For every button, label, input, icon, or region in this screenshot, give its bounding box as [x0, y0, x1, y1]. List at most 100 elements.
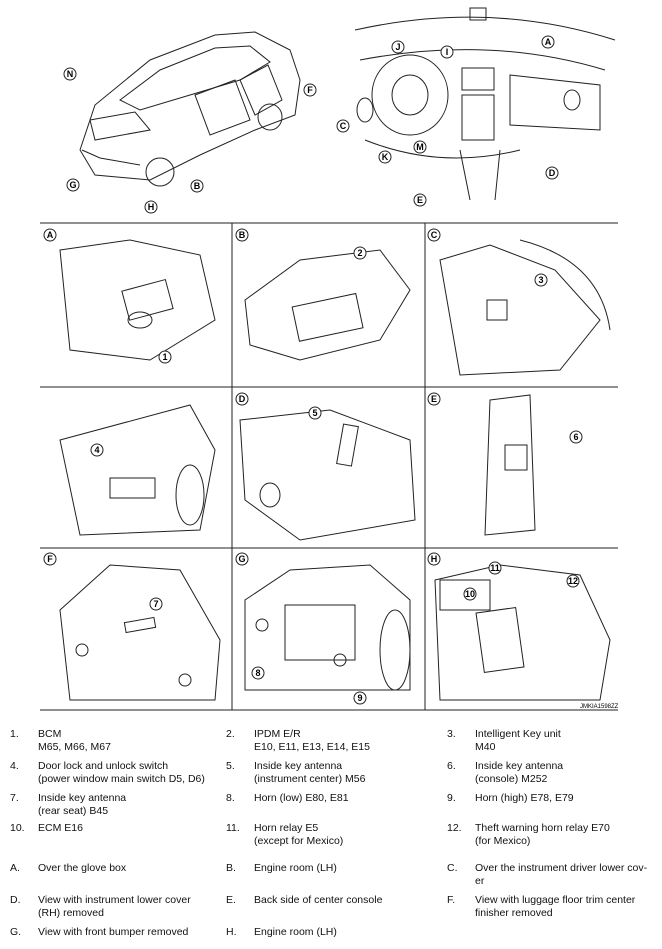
svg-text:12: 12	[568, 576, 578, 586]
svg-text:6: 6	[573, 432, 578, 442]
panel-letter-g: G	[235, 552, 249, 566]
callout-1: 1	[158, 350, 172, 364]
callout-i: I	[440, 45, 454, 59]
svg-text:8: 8	[255, 668, 260, 678]
legend-number: 2.	[226, 728, 235, 740]
legend-number: 8.	[226, 792, 235, 804]
legend-text: Engine room (LH)	[254, 862, 337, 874]
callout-2: 2	[353, 246, 367, 260]
legend-text: Over the instrument driver lower cov- er	[475, 862, 648, 887]
callout-b: B	[190, 179, 204, 193]
vehicle-exterior-drawing	[79, 31, 301, 187]
svg-text:H: H	[431, 554, 438, 564]
legend-number: B.	[226, 862, 236, 874]
panel-letter-a: A	[43, 228, 57, 242]
legend-text: View with luggage floor trim center fini…	[475, 894, 636, 919]
svg-text:G: G	[69, 180, 76, 190]
callout-11: 11	[488, 561, 502, 575]
svg-text:F: F	[47, 554, 53, 564]
panel-letter-h: H	[427, 552, 441, 566]
svg-text:D: D	[549, 168, 556, 178]
svg-text:C: C	[340, 121, 347, 131]
legend-text: Horn (low) E80, E81	[254, 792, 349, 804]
legend-text: ECM E16	[38, 822, 83, 834]
instrument-panel-drawing	[354, 7, 616, 201]
svg-text:5: 5	[312, 408, 317, 418]
callout-7: 7	[149, 597, 163, 611]
legend-text: Over the glove box	[38, 862, 127, 874]
svg-text:N: N	[67, 69, 74, 79]
legend-number: 1.	[10, 728, 19, 740]
callout-d: D	[545, 166, 559, 180]
legend-number: 12.	[447, 822, 462, 834]
legend-number: 10.	[10, 822, 25, 834]
legend-text: Intelligent Key unit M40	[475, 728, 561, 753]
legend-text: Inside key antenna (console) M252	[475, 760, 564, 785]
legend-number: 7.	[10, 792, 19, 804]
svg-text:9: 9	[357, 693, 362, 703]
legend-number: 5.	[226, 760, 235, 772]
panel-letter-d: D	[235, 392, 249, 406]
legend-number: F.	[447, 894, 456, 906]
callout-9: 9	[353, 691, 367, 705]
callout-12: 12	[566, 574, 580, 588]
callout-5: 5	[308, 406, 322, 420]
svg-text:E: E	[417, 195, 423, 205]
panel-g-sketch	[244, 564, 411, 691]
panel-grid	[40, 222, 618, 711]
reference-code: JMKIA1598ZZ	[580, 704, 619, 710]
panel-letter-e: E	[427, 392, 441, 406]
legend-text: Theft warning horn relay E70 (for Mexico…	[475, 822, 610, 847]
svg-text:A: A	[545, 37, 552, 47]
legend-number: 11.	[226, 822, 240, 834]
legend-text: View with front bumper removed	[38, 926, 189, 938]
callout-c: C	[336, 119, 350, 133]
legend-number: 9.	[447, 792, 456, 804]
panel-letter-f: F	[43, 552, 57, 566]
callout-n: N	[63, 67, 77, 81]
svg-text:C: C	[431, 230, 438, 240]
svg-text:B: B	[239, 230, 246, 240]
svg-text:1: 1	[162, 352, 167, 362]
svg-text:A: A	[47, 230, 54, 240]
svg-text:J: J	[395, 42, 400, 52]
legend-text: Inside key antenna (instrument center) M…	[254, 760, 366, 785]
legend-text: Back side of center console	[254, 894, 383, 906]
legend-text: Horn (high) E78, E79	[475, 792, 574, 804]
legend-number: A.	[10, 862, 20, 874]
callout-8: 8	[251, 666, 265, 680]
panel-e-sketch	[484, 394, 536, 536]
svg-text:10: 10	[465, 589, 475, 599]
svg-text:G: G	[238, 554, 245, 564]
callout-a: A	[541, 35, 555, 49]
panel-door-sketch	[59, 404, 216, 536]
legend-number: D.	[10, 894, 21, 906]
callout-m: M	[413, 140, 427, 154]
legend-number: G.	[10, 926, 22, 938]
legend-number: 3.	[447, 728, 456, 740]
svg-text:F: F	[307, 85, 313, 95]
panel-letter-c: C	[427, 228, 441, 242]
legend-text: IPDM E/R E10, E11, E13, E14, E15	[254, 728, 370, 753]
callout-3: 3	[534, 273, 548, 287]
callout-j: J	[391, 40, 405, 54]
callout-f: F	[303, 83, 317, 97]
panel-a-sketch	[59, 239, 216, 361]
panel-b-sketch	[244, 249, 411, 361]
svg-text:H: H	[148, 202, 155, 212]
legend-number: H.	[226, 926, 237, 938]
svg-text:4: 4	[94, 445, 99, 455]
callout-g: G	[66, 178, 80, 192]
legend-number: E.	[226, 894, 236, 906]
panel-f-sketch	[59, 564, 221, 701]
svg-text:2: 2	[357, 248, 362, 258]
panel-d-sketch	[239, 409, 416, 541]
svg-text:11: 11	[490, 563, 500, 573]
svg-text:E: E	[431, 394, 437, 404]
legend-text: Inside key antenna (rear seat) B45	[38, 792, 127, 817]
panel-h-sketch	[434, 564, 611, 701]
legend-text: Engine room (LH)	[254, 926, 337, 938]
callout-h: H	[144, 200, 158, 214]
